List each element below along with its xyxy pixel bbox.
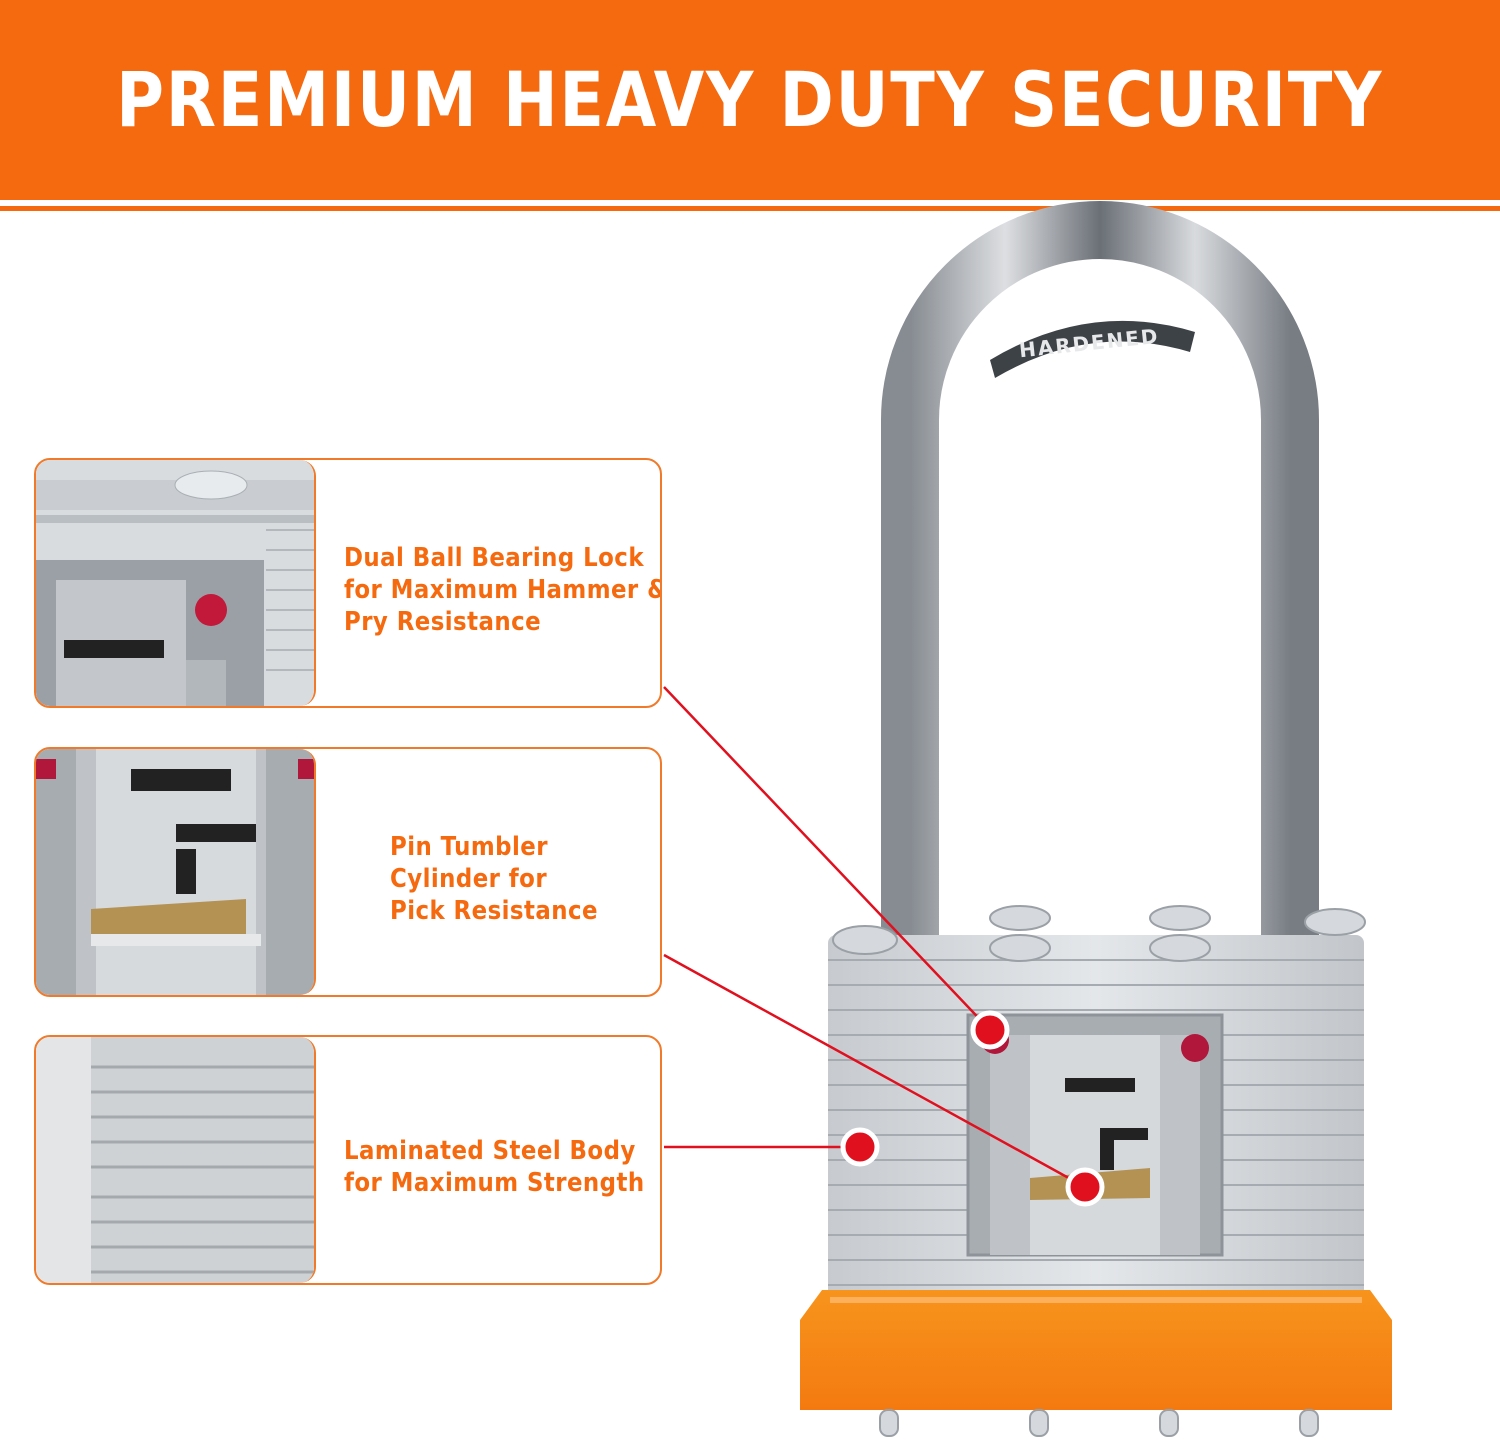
callout-lines <box>663 686 1086 1189</box>
shackle: HARDENED <box>881 201 1319 960</box>
header-banner: PREMIUM HEAVY DUTY SECURITY <box>0 0 1500 200</box>
marker-pin-tumbler <box>1065 1167 1105 1207</box>
feature-card-laminated-steel: Laminated Steel Body for Maximum Strengt… <box>34 1035 662 1285</box>
feature-card-ball-bearing: Dual Ball Bearing Lock for Maximum Hamme… <box>34 458 662 708</box>
marker-ball-bearing <box>970 1010 1010 1050</box>
feature-card-pin-tumbler: Pin Tumbler Cylinder for Pick Resistance <box>34 747 662 997</box>
pin-tumbler-closeup-image <box>36 749 316 995</box>
page-title: PREMIUM HEAVY DUTY SECURITY <box>116 54 1384 144</box>
banner-divider <box>0 206 1500 211</box>
bumper <box>800 1290 1392 1437</box>
marker-laminated-steel <box>840 1127 880 1167</box>
feature-text-laminated-steel: Laminated Steel Body for Maximum Strengt… <box>344 1136 645 1198</box>
feature-text-pin-tumbler: Pin Tumbler Cylinder for Pick Resistance <box>390 832 598 926</box>
callout-markers <box>840 1010 1105 1207</box>
laminated-steel-closeup-image <box>36 1037 316 1283</box>
lock-body <box>828 905 1366 1300</box>
feature-text-ball-bearing: Dual Ball Bearing Lock for Maximum Hamme… <box>344 543 662 637</box>
ball-bearing-closeup-image <box>36 460 316 706</box>
